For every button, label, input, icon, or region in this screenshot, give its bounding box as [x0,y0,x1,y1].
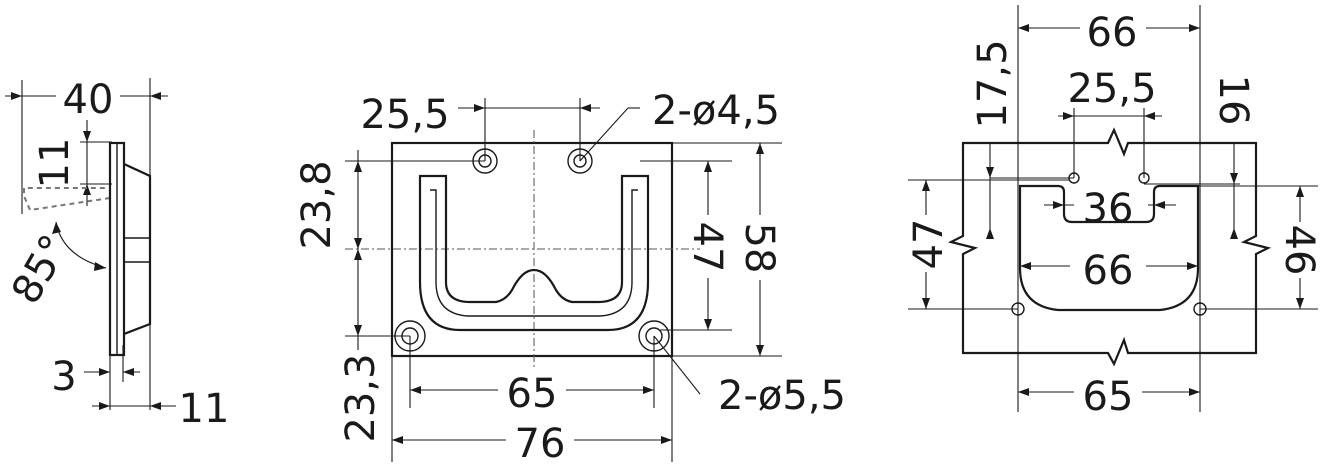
arrowhead [52,222,61,234]
dim-label-36: 36 [1083,186,1134,232]
arrowhead [11,92,22,100]
arrowhead [410,386,421,394]
dim-label-47-cutout: 47 [906,219,952,270]
arrowhead [99,402,110,410]
dim-label-65-cutout: 65 [1083,374,1134,420]
arrowhead [1144,112,1155,120]
arrowhead [94,262,106,271]
dim-label-66-inner: 66 [1083,248,1134,294]
arrowhead [99,368,110,376]
arrowhead [83,131,91,142]
label-bottom-holes: 2-ø5,5 [718,373,846,419]
handle-outer [418,174,650,332]
dim-label-76: 76 [515,421,566,467]
leader-line [579,107,629,162]
arrowhead [986,228,994,239]
dim-label-47: 47 [684,222,730,273]
label-top-holes: 2-ø4,5 [652,88,780,134]
handle-inner [430,189,638,317]
arrowhead [756,345,764,356]
dim-label-16: 16 [1210,75,1256,126]
arrowhead [1053,201,1064,209]
arrowhead [756,143,764,154]
arrowhead [123,368,134,376]
dim-label-3: 3 [51,354,76,400]
dim-label-66-top: 66 [1087,10,1138,56]
dim-label-25-5-top: 25,5 [360,92,449,138]
arrowhead [922,180,930,191]
panel-outline [947,127,1272,367]
cutout-outline [1018,184,1200,312]
cutout-view: 66 25,5 17,5 16 36 47 [906,5,1322,420]
dim-label-25-5-cutout: 25,5 [1067,66,1156,112]
lifted-handle-outline [23,187,111,212]
arrowhead [1187,262,1198,270]
dim-label-23-3: 23,3 [338,353,384,442]
arrowhead [1296,186,1304,197]
arrowhead [1189,388,1200,396]
dim-label-58: 58 [736,223,782,274]
front-view: 25,5 2-ø4,5 23,8 23,3 47 58 [294,88,846,467]
arrowhead [922,298,930,309]
arrowhead [580,104,591,112]
arrowhead [150,402,161,410]
angle-label: 85° [3,227,78,311]
leader-line [653,335,701,395]
arrowhead [1154,201,1165,209]
arrowhead [1230,228,1238,239]
side-housing [123,163,152,336]
dim-label-46: 46 [1276,225,1322,276]
arrowhead [643,386,654,394]
arrowhead [1296,298,1304,309]
arrowhead [474,104,485,112]
arrowhead [150,92,161,100]
arrowhead [354,249,362,260]
dim-label-17-5: 17,5 [970,39,1016,128]
dim-label-65-front: 65 [507,371,558,417]
arrowhead [354,161,362,172]
arrowhead [661,436,672,444]
arrowhead [1020,262,1031,270]
dim-label-11-depth: 11 [179,386,230,432]
side-view: 40 11 85° 3 11 [3,77,229,432]
arrowhead [354,238,362,249]
arrowhead [392,436,403,444]
arrowhead [1230,173,1238,184]
arrowhead [704,319,712,330]
dim-label-40: 40 [63,77,114,123]
arrowhead [1063,112,1074,120]
arrowhead [83,184,91,195]
dim-label-11-lift: 11 [32,138,78,189]
dim-label-23-8: 23,8 [294,160,340,249]
arrowhead [986,167,994,178]
arrowhead [1018,24,1029,32]
arrowhead [1018,388,1029,396]
arrowhead [354,325,362,336]
arrowhead [1189,24,1200,32]
arrowhead [704,161,712,172]
